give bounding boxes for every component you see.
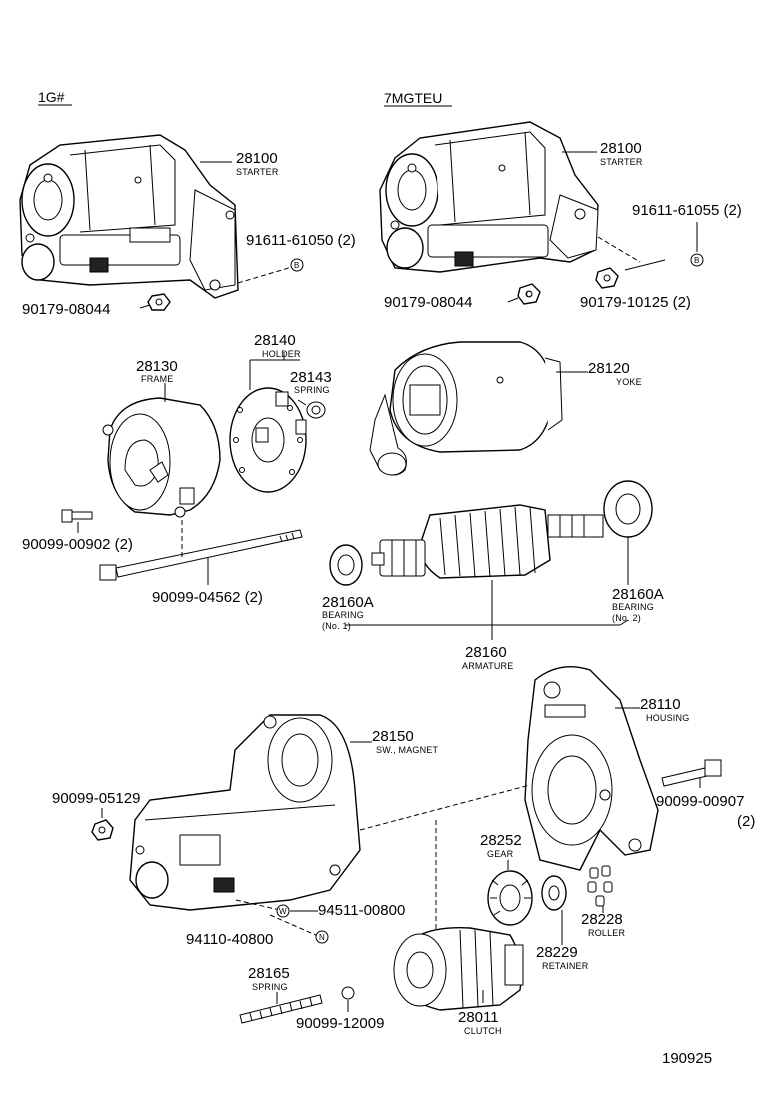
callout-starter-right-name: STARTER [600, 157, 643, 167]
callout-spring-top-name: SPRING [294, 385, 330, 395]
callout-holder-number: 28140 [254, 332, 296, 349]
ref-marker-b-left [290, 258, 304, 272]
svg-text:C: C [526, 290, 532, 299]
part-number-90099-05129: 90099-05129 [52, 790, 140, 807]
part-number-90179-08044-right: 90179-08044 [384, 294, 472, 311]
header-right: 7MGTEU [384, 90, 452, 107]
starter-assembly-left [19, 134, 239, 299]
callout-bearing-no2-number: 28160A [612, 586, 664, 603]
callout-bearing-no1-note: (No. 1) [322, 621, 351, 631]
frame-28130 [102, 397, 221, 518]
callout-roller-number: 28228 [581, 911, 623, 928]
ball-90099-12009 [341, 986, 355, 1000]
callout-bearing-no1-name: BEARING [322, 610, 364, 620]
callout-magnet-number: 28150 [372, 728, 414, 745]
callout-roller-name: ROLLER [588, 928, 626, 938]
svg-text:B: B [694, 256, 699, 265]
spring-28165 [239, 994, 323, 1024]
callout-starter-right-number: 28100 [600, 140, 642, 157]
spring-28143 [297, 399, 326, 419]
svg-text:W: W [279, 907, 287, 916]
callout-retainer-number: 28229 [536, 944, 578, 961]
ref-marker-b-right [690, 253, 704, 267]
magnet-switch-28150 [129, 714, 361, 911]
callout-clutch-name: CLUTCH [464, 1026, 502, 1036]
part-number-90099-00907: 90099-00907 [656, 793, 744, 810]
bolt-90099-00902 [61, 509, 93, 523]
ref-marker-w [276, 904, 290, 918]
callout-housing-number: 28110 [640, 696, 681, 713]
callout-clutch-number: 28011 [458, 1009, 499, 1026]
callout-frame-number: 28130 [136, 358, 178, 375]
callout-holder-name: HOLDER [262, 349, 301, 359]
nut-90099-05129 [91, 819, 114, 841]
bolt-90099-00907 [661, 759, 722, 787]
nut-90179-10125 [595, 267, 619, 289]
callout-frame-name: FRAME [141, 374, 174, 384]
gear-28252 [487, 870, 533, 926]
callout-armature-number: 28160 [465, 644, 507, 661]
part-number-90179-10125: 90179-10125 (2) [580, 294, 691, 311]
part-number-94511-00800: 94511-00800 [318, 902, 405, 919]
callout-bearing-no2-name: BEARING [612, 602, 654, 612]
clutch-28011 [393, 926, 524, 1011]
part-number-90099-00902: 90099-00902 (2) [22, 536, 133, 553]
nut-90179-08044-left [147, 293, 171, 311]
callout-starter-left-name: STARTER [236, 167, 279, 177]
callout-yoke-number: 28120 [588, 360, 630, 377]
callout-yoke-name: YOKE [616, 377, 642, 387]
callout-spring-bottom-name: SPRING [252, 982, 288, 992]
yoke-28120 [369, 341, 563, 476]
part-number-90179-08044-left: 90179-08044 [22, 301, 110, 318]
callout-retainer-name: RETAINER [542, 961, 589, 971]
model-label-right: 7MGTEU [384, 90, 442, 106]
callout-spring-bottom-number: 28165 [248, 965, 290, 982]
callout-bearing-no2-note: (No. 2) [612, 613, 641, 623]
through-bolt-90099-04562 [99, 529, 303, 581]
callout-spring-top-number: 28143 [290, 369, 332, 386]
model-label-left: 1G# [38, 89, 65, 105]
armature-28160 [371, 504, 604, 579]
starter-assembly-right [379, 121, 599, 273]
diagram-id: 190925 [662, 1050, 712, 1067]
brush-holder-28140 [229, 387, 307, 493]
callout-armature-name: ARMATURE [462, 661, 513, 671]
callout-starter-left-number: 28100 [236, 150, 278, 167]
callout-gear-number: 28252 [480, 832, 522, 849]
housing-28110 [524, 666, 659, 871]
callout-gear-name: GEAR [487, 849, 514, 859]
retainer-28229 [541, 875, 567, 911]
ref-marker-n [315, 930, 329, 944]
part-number-90099-12009: 90099-12009 [296, 1015, 384, 1032]
part-number-90099-00907-qty: (2) [737, 813, 755, 830]
bearing-no2 [603, 480, 653, 538]
callout-bearing-no1-number: 28160A [322, 594, 374, 611]
callout-housing-name: HOUSING [646, 713, 689, 723]
part-number-94110-40800: 94110-40800 [186, 931, 273, 948]
header-left: 1G# [38, 89, 72, 106]
svg-text:N: N [319, 933, 325, 942]
rollers-28228 [587, 865, 613, 907]
callout-magnet-name: SW., MAGNET [376, 745, 439, 755]
part-number-91611-61050: 91611-61050 (2) [246, 232, 356, 249]
part-number-90099-04562: 90099-04562 (2) [152, 589, 263, 606]
nut-90179-08044-right: C [517, 283, 541, 305]
svg-text:B: B [294, 261, 299, 270]
bearing-no1 [329, 544, 363, 586]
part-number-91611-61055: 91611-61055 (2) [632, 202, 742, 219]
